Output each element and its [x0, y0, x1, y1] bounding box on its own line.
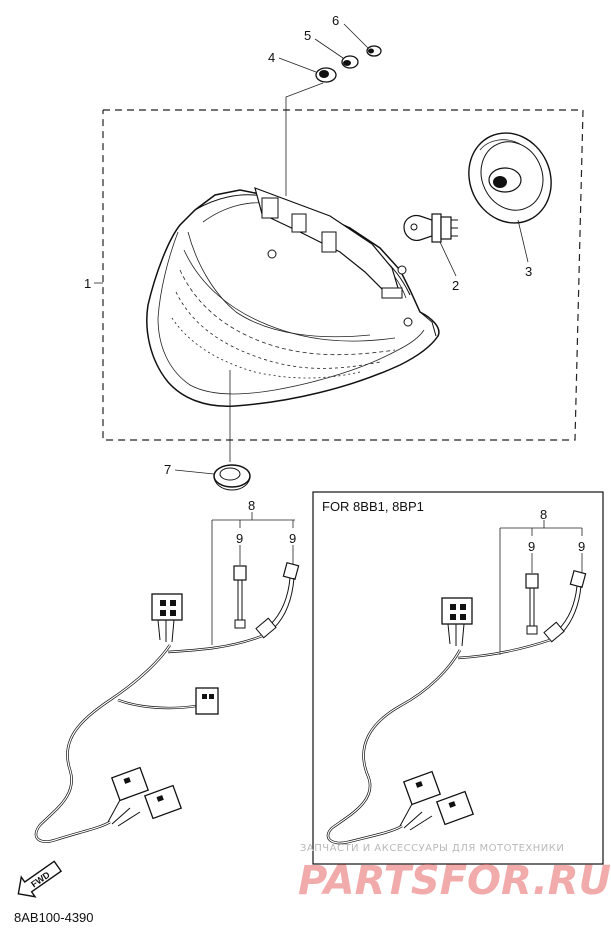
callout-7: 7 — [164, 462, 171, 477]
callout-8-right: 8 — [540, 507, 547, 522]
leader-4 — [278, 57, 317, 73]
fwd-arrow-icon: FWD — [17, 860, 63, 898]
part-7-grommet — [213, 464, 251, 491]
headlight-assembly-box — [102, 109, 584, 441]
callout-3: 3 — [525, 264, 532, 279]
leader-2 — [439, 241, 457, 277]
part-5-bulb-socket — [341, 55, 359, 69]
callout-9-right-b: 9 — [578, 539, 585, 554]
left-wiring-harness — [34, 512, 300, 843]
callout-9-right-a: 9 — [528, 539, 535, 554]
variant-box-title: FOR 8BB1, 8BP1 — [322, 499, 424, 514]
leader-6 — [343, 23, 369, 49]
callout-9-left-a: 9 — [236, 531, 243, 546]
leader-5 — [314, 38, 344, 59]
headlight-unit — [146, 187, 440, 407]
callout-6: 6 — [332, 13, 339, 28]
callout-9-left-b: 9 — [289, 531, 296, 546]
part-6-position-bulb — [366, 45, 382, 57]
leader-7 — [174, 469, 215, 475]
watermark-brand: PARTSFOR.RU — [298, 858, 611, 904]
watermark-tagline: ЗАПЧАСТИ И АКСЕССУАРЫ ДЛЯ МОТОТЕХНИКИ — [300, 843, 564, 854]
variant-box — [312, 491, 604, 865]
diagram-code: 8AB100-4390 — [14, 910, 94, 925]
callout-2: 2 — [452, 278, 459, 293]
callout-4: 4 — [268, 50, 275, 65]
leader-4-to-lamp — [285, 82, 324, 196]
callout-8-left: 8 — [248, 498, 255, 513]
part-3-bulb-cover — [468, 132, 552, 224]
leader-3 — [517, 219, 529, 263]
callout-5: 5 — [304, 28, 311, 43]
right-wiring-harness — [326, 520, 587, 845]
callout-1: 1 — [84, 276, 91, 291]
part-2-headlight-bulb — [403, 213, 458, 243]
part-4-grommet — [315, 67, 337, 83]
